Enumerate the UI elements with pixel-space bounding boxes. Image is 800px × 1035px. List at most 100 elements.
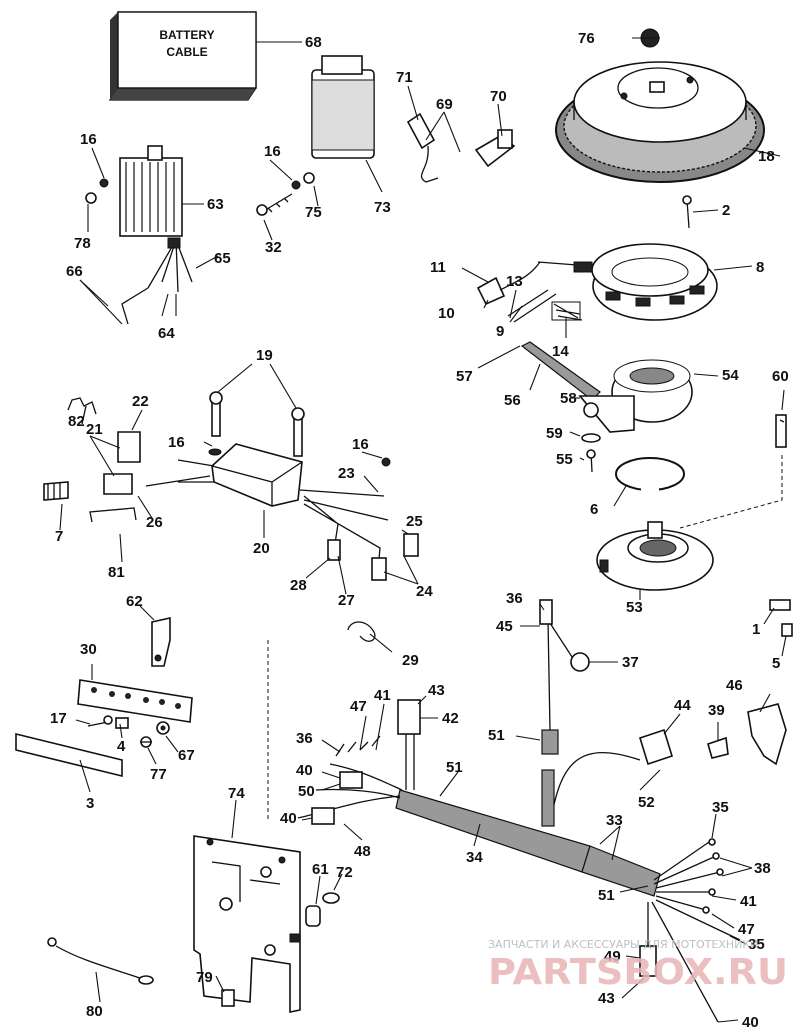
label-7: 7: [55, 528, 63, 545]
part-8-stator: [537, 243, 718, 321]
label-19: 19: [256, 347, 273, 364]
label-16b: 16: [264, 143, 281, 160]
part-6-ring: [615, 457, 685, 494]
label-77: 77: [150, 766, 167, 783]
label-3: 3: [86, 795, 94, 812]
label-11: 11: [430, 259, 446, 276]
label-46: 46: [726, 677, 743, 694]
label-28: 28: [290, 577, 307, 594]
part-82-81-7-small: [43, 397, 137, 523]
label-61: 61: [312, 861, 329, 878]
label-35b: 35: [748, 936, 765, 953]
label-18: 18: [758, 148, 775, 165]
label-20: 20: [253, 540, 270, 557]
label-47b: 47: [738, 921, 755, 938]
watermark-caption: ЗАПЧАСТИ И АКСЕССУАРЫ ДЛЯ МОТОТЕХНИКИ: [488, 938, 758, 951]
label-65: 65: [214, 250, 231, 267]
label-13: 13: [506, 273, 523, 290]
label-42: 42: [442, 710, 459, 727]
label-37: 37: [622, 654, 639, 671]
label-66: 66: [66, 263, 83, 280]
label-81: 81: [108, 564, 125, 581]
label-39: 39: [708, 702, 725, 719]
label-51c: 51: [598, 887, 615, 904]
part-2-screw: [682, 195, 692, 229]
label-9: 9: [496, 323, 504, 340]
label-50: 50: [298, 783, 315, 800]
part-18-flywheel: [555, 28, 765, 183]
label-70: 70: [490, 88, 507, 105]
label-43b: 43: [598, 990, 615, 1007]
label-30: 30: [80, 641, 97, 658]
label-36a: 36: [506, 590, 523, 607]
label-82: 82: [68, 413, 85, 430]
part-30-terminal-block: [15, 679, 193, 778]
label-21: 21: [86, 421, 103, 438]
label-79: 79: [196, 969, 213, 986]
part-61-72-grommets: [305, 892, 340, 927]
label-32: 32: [265, 239, 282, 256]
label-16d: 16: [352, 436, 369, 453]
label-35a: 35: [712, 799, 729, 816]
label-52: 52: [638, 794, 655, 811]
label-55: 55: [556, 451, 573, 468]
label-62: 62: [126, 593, 143, 610]
label-27: 27: [338, 592, 355, 609]
label-54: 54: [722, 367, 739, 384]
label-43a: 43: [428, 682, 445, 699]
part-54-coil: [520, 341, 693, 473]
parts-46-39-1-5: [707, 599, 793, 766]
label-25: 25: [406, 513, 423, 530]
label-34: 34: [466, 849, 483, 866]
label-53: 53: [626, 599, 643, 616]
label-48: 48: [354, 843, 371, 860]
part-69-70-spark-leads: [406, 112, 516, 183]
label-60: 60: [772, 368, 789, 385]
label-45: 45: [496, 618, 513, 635]
label-44: 44: [674, 697, 691, 714]
label-56: 56: [504, 392, 521, 409]
label-74: 74: [228, 785, 245, 802]
label-1: 1: [752, 621, 760, 638]
part-53-timer-base: [596, 521, 714, 591]
label-80: 80: [86, 1003, 103, 1020]
watermark: ЗАПЧАСТИ И АКСЕССУАРЫ ДЛЯ МОТОТЕХНИКИ PA…: [488, 938, 788, 993]
label-40b: 40: [280, 810, 297, 827]
part-60-screw: [679, 414, 787, 529]
label-40c: 40: [742, 1014, 759, 1031]
battery-cable-line2: CABLE: [166, 45, 207, 59]
label-69: 69: [436, 96, 453, 113]
label-10: 10: [438, 305, 455, 322]
label-41b: 41: [740, 893, 757, 910]
label-64: 64: [158, 325, 175, 342]
label-26: 26: [146, 514, 163, 531]
part-74-plate: [193, 835, 301, 1013]
label-47a: 47: [350, 698, 367, 715]
label-72: 72: [336, 864, 353, 881]
watermark-brand: PARTSBOX.RU: [488, 952, 788, 993]
label-5: 5: [772, 655, 780, 672]
label-24: 24: [416, 583, 433, 600]
label-58: 58: [560, 390, 577, 407]
label-17: 17: [50, 710, 67, 727]
label-68: 68: [305, 34, 322, 51]
label-57: 57: [456, 368, 473, 385]
parts-9-14-small: [476, 261, 583, 323]
label-38: 38: [754, 860, 771, 877]
label-8: 8: [756, 259, 764, 276]
label-51a: 51: [488, 727, 505, 744]
label-33: 33: [606, 812, 623, 829]
label-6: 6: [590, 501, 598, 518]
part-80-ground-strap: [47, 937, 154, 985]
label-41a: 41: [374, 687, 391, 704]
label-71: 71: [396, 69, 413, 86]
label-22: 22: [132, 393, 149, 410]
label-29: 29: [402, 652, 419, 669]
label-4: 4: [117, 738, 126, 755]
label-40a: 40: [296, 762, 313, 779]
leader-lines: [59, 37, 787, 1023]
label-16c: 16: [168, 434, 185, 451]
label-67: 67: [178, 747, 195, 764]
label-59: 59: [546, 425, 563, 442]
part-63-rectifier: [85, 145, 193, 325]
